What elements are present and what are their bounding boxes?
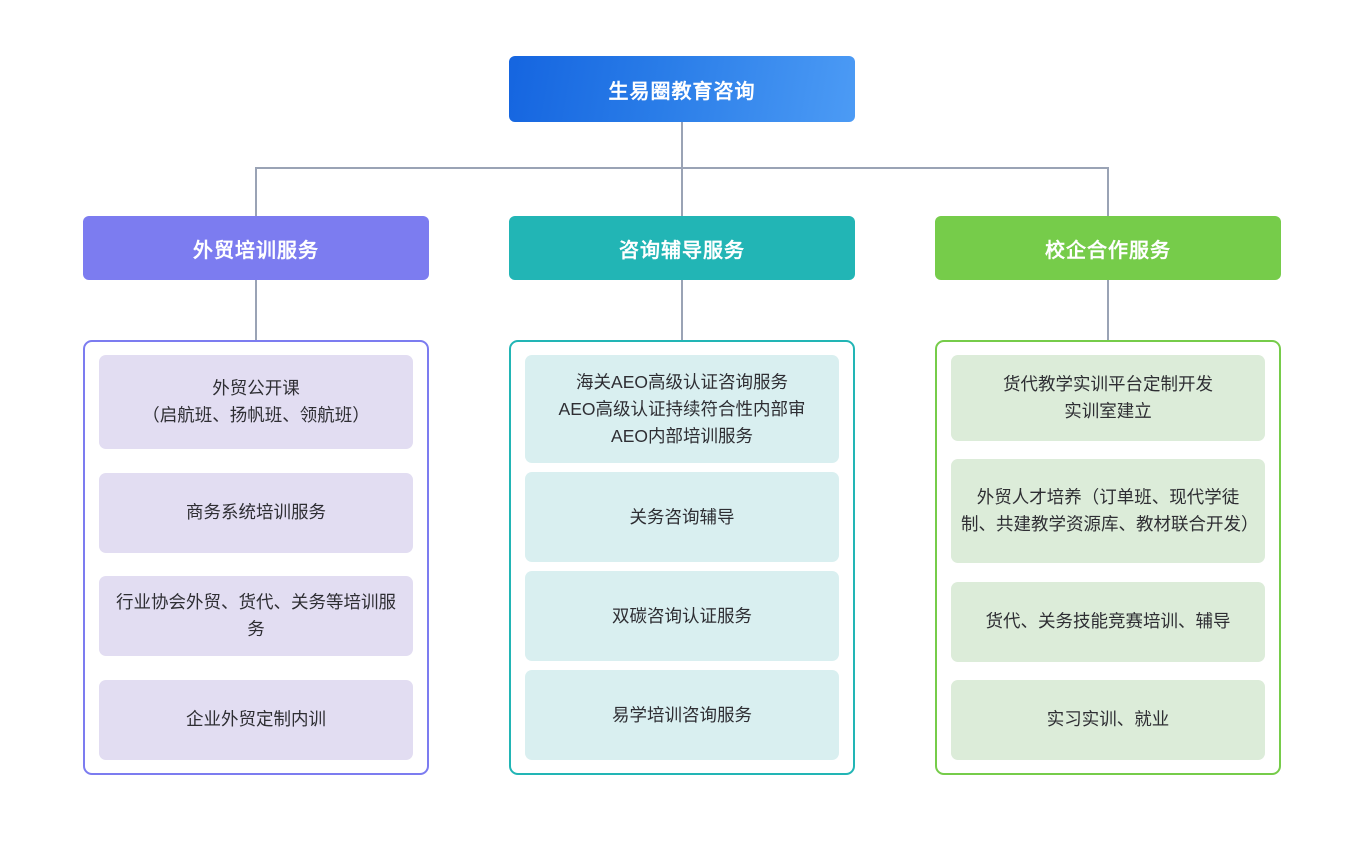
service-item[interactable]: 易学培训咨询服务 — [525, 670, 839, 760]
service-item[interactable]: 货代、关务技能竞赛培训、辅导 — [951, 581, 1265, 662]
service-item[interactable]: 双碳咨询认证服务 — [525, 571, 839, 661]
service-item[interactable]: 企业外贸定制内训 — [99, 679, 413, 760]
service-item[interactable]: 海关AEO高级认证咨询服务 AEO高级认证持续符合性内部审 AEO内部培训服务 — [525, 355, 839, 463]
service-item[interactable]: 实习实训、就业 — [951, 679, 1265, 760]
connector-drop-middle — [681, 167, 683, 216]
connector-header-to-box-left — [255, 280, 257, 340]
service-item[interactable]: 商务系统培训服务 — [99, 472, 413, 553]
category-box-consulting-guidance: 海关AEO高级认证咨询服务 AEO高级认证持续符合性内部审 AEO内部培训服务 … — [509, 340, 855, 775]
service-item[interactable]: 关务咨询辅导 — [525, 472, 839, 562]
connector-header-to-box-middle — [681, 280, 683, 340]
service-item[interactable]: 外贸公开课 （启航班、扬帆班、领航班） — [99, 355, 413, 449]
service-item[interactable]: 外贸人才培养（订单班、现代学徒制、共建教学资源库、教材联合开发） — [951, 459, 1265, 564]
service-item[interactable]: 货代教学实训平台定制开发 实训室建立 — [951, 355, 1265, 441]
category-header-consulting-guidance[interactable]: 咨询辅导服务 — [509, 216, 855, 280]
category-header-school-enterprise-cooperation[interactable]: 校企合作服务 — [935, 216, 1281, 280]
category-box-school-enterprise-cooperation: 货代教学实训平台定制开发 实训室建立 外贸人才培养（订单班、现代学徒制、共建教学… — [935, 340, 1281, 775]
root-node[interactable]: 生易圈教育咨询 — [509, 56, 855, 122]
connector-drop-left — [255, 167, 257, 216]
connector-root-trunk — [681, 122, 683, 168]
connector-drop-right — [1107, 167, 1109, 216]
service-item[interactable]: 行业协会外贸、货代、关务等培训服务 — [99, 576, 413, 657]
category-box-foreign-trade-training: 外贸公开课 （启航班、扬帆班、领航班） 商务系统培训服务 行业协会外贸、货代、关… — [83, 340, 429, 775]
category-header-foreign-trade-training[interactable]: 外贸培训服务 — [83, 216, 429, 280]
connector-header-to-box-right — [1107, 280, 1109, 340]
